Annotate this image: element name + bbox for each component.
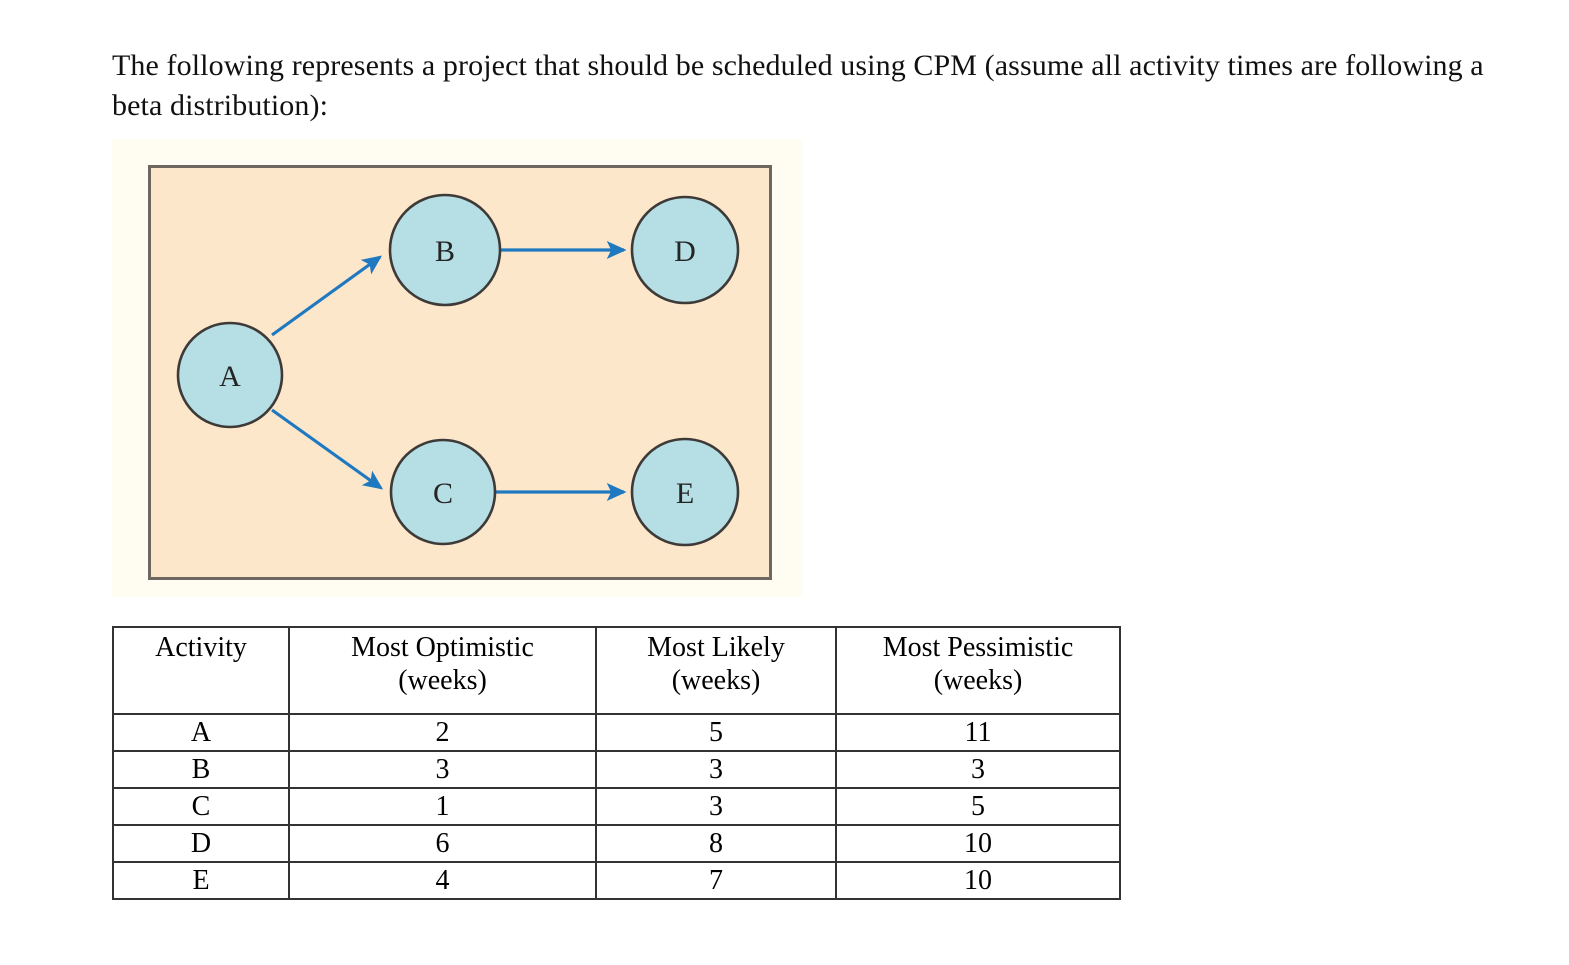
column-header-most-pessimistic-line2: (weeks) bbox=[933, 665, 1023, 697]
node-e[interactable]: E bbox=[630, 437, 740, 547]
edge-group bbox=[271, 241, 627, 501]
node-c-circle[interactable] bbox=[389, 438, 497, 546]
cell-optimistic: 3 bbox=[288, 750, 597, 789]
cell-pessimistic: 10 bbox=[835, 824, 1121, 863]
cell-activity: A bbox=[112, 713, 290, 752]
node-d-circle[interactable] bbox=[630, 195, 740, 305]
table-row: E 4 7 10 bbox=[112, 861, 1121, 900]
cell-likely: 7 bbox=[595, 861, 837, 900]
activity-estimates-table: Activity Most Optimistic (weeks) Most Li… bbox=[112, 626, 1121, 900]
table-row: B 3 3 3 bbox=[112, 750, 1121, 789]
cell-optimistic: 4 bbox=[288, 861, 597, 900]
node-d[interactable]: D bbox=[630, 195, 740, 305]
network-diagram-svg: A B C D E bbox=[176, 193, 740, 547]
cell-pessimistic: 5 bbox=[835, 787, 1121, 826]
node-b[interactable]: B bbox=[388, 193, 502, 307]
column-header-most-pessimistic-line1: Most Pessimistic bbox=[882, 632, 1074, 663]
node-c[interactable]: C bbox=[389, 438, 497, 546]
node-a-label: A bbox=[219, 360, 241, 393]
node-c-label: C bbox=[433, 477, 453, 510]
project-network-figure: A B C D E bbox=[112, 139, 802, 597]
node-a-circle[interactable] bbox=[176, 321, 284, 429]
column-header-activity-line1: Activity bbox=[155, 632, 247, 663]
cell-activity: B bbox=[112, 750, 290, 789]
column-header-most-optimistic: Most Optimistic (weeks) bbox=[288, 626, 597, 715]
column-header-most-optimistic-line2: (weeks) bbox=[398, 665, 487, 697]
column-header-activity: Activity bbox=[112, 626, 290, 715]
edge-a-to-c bbox=[271, 408, 384, 490]
cell-pessimistic: 11 bbox=[835, 713, 1121, 752]
cell-activity: D bbox=[112, 824, 290, 863]
cell-optimistic: 6 bbox=[288, 824, 597, 863]
node-e-circle[interactable] bbox=[630, 437, 740, 547]
cell-optimistic: 2 bbox=[288, 713, 597, 752]
cell-likely: 3 bbox=[595, 787, 837, 826]
cell-pessimistic: 10 bbox=[835, 861, 1121, 900]
node-d-label: D bbox=[674, 235, 696, 268]
edge-a-to-b bbox=[271, 255, 383, 337]
question-prompt-text: The following represents a project that … bbox=[112, 49, 1484, 122]
column-header-most-likely-line1: Most Likely bbox=[647, 632, 785, 663]
node-a[interactable]: A bbox=[176, 321, 284, 429]
cell-pessimistic: 3 bbox=[835, 750, 1121, 789]
node-e-label: E bbox=[676, 477, 694, 510]
table-header-row: Activity Most Optimistic (weeks) Most Li… bbox=[112, 626, 1121, 715]
cell-activity: E bbox=[112, 861, 290, 900]
cell-likely: 3 bbox=[595, 750, 837, 789]
node-b-label: B bbox=[435, 235, 455, 268]
node-b-circle[interactable] bbox=[388, 193, 502, 307]
column-header-most-likely-line2: (weeks) bbox=[671, 665, 761, 697]
cell-activity: C bbox=[112, 787, 290, 826]
table-row: A 2 5 11 bbox=[112, 713, 1121, 752]
cell-likely: 5 bbox=[595, 713, 837, 752]
cell-optimistic: 1 bbox=[288, 787, 597, 826]
column-header-most-likely: Most Likely (weeks) bbox=[595, 626, 837, 715]
column-header-most-pessimistic: Most Pessimistic (weeks) bbox=[835, 626, 1121, 715]
column-header-most-optimistic-line1: Most Optimistic bbox=[351, 632, 534, 663]
table-row: D 6 8 10 bbox=[112, 824, 1121, 863]
cell-likely: 8 bbox=[595, 824, 837, 863]
table-row: C 1 3 5 bbox=[112, 787, 1121, 826]
